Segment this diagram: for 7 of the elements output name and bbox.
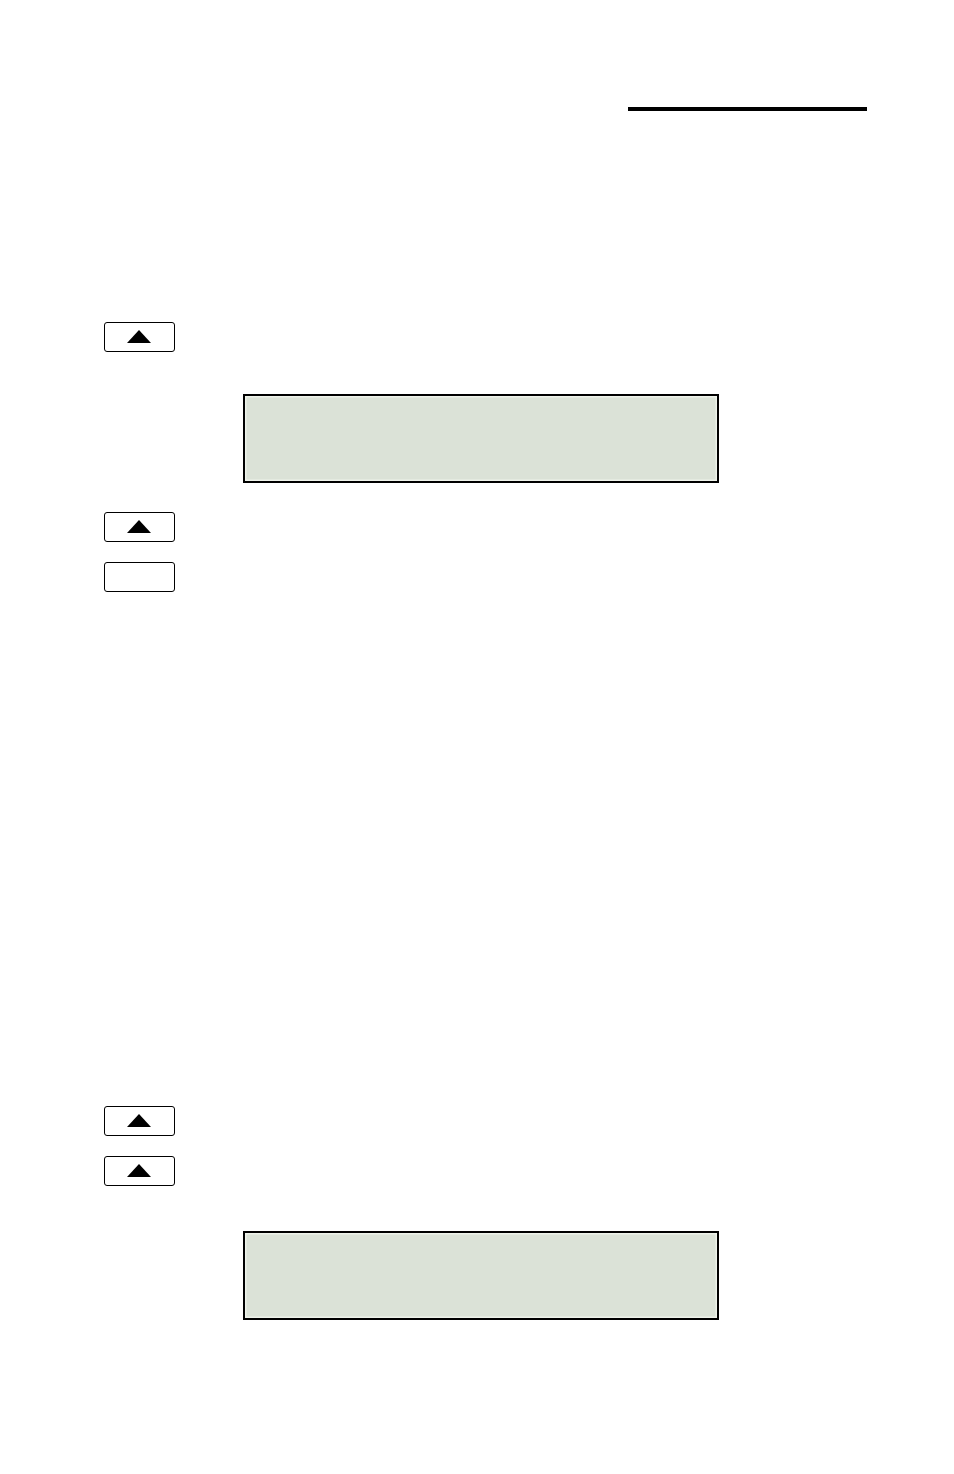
keypad-key bbox=[104, 1106, 175, 1136]
lcd-display bbox=[243, 394, 719, 483]
lcd-display bbox=[243, 1231, 719, 1320]
keypad-key bbox=[104, 512, 175, 542]
keypad-key bbox=[104, 1156, 175, 1186]
keypad-key bbox=[104, 322, 175, 352]
keypad-key bbox=[104, 562, 175, 592]
